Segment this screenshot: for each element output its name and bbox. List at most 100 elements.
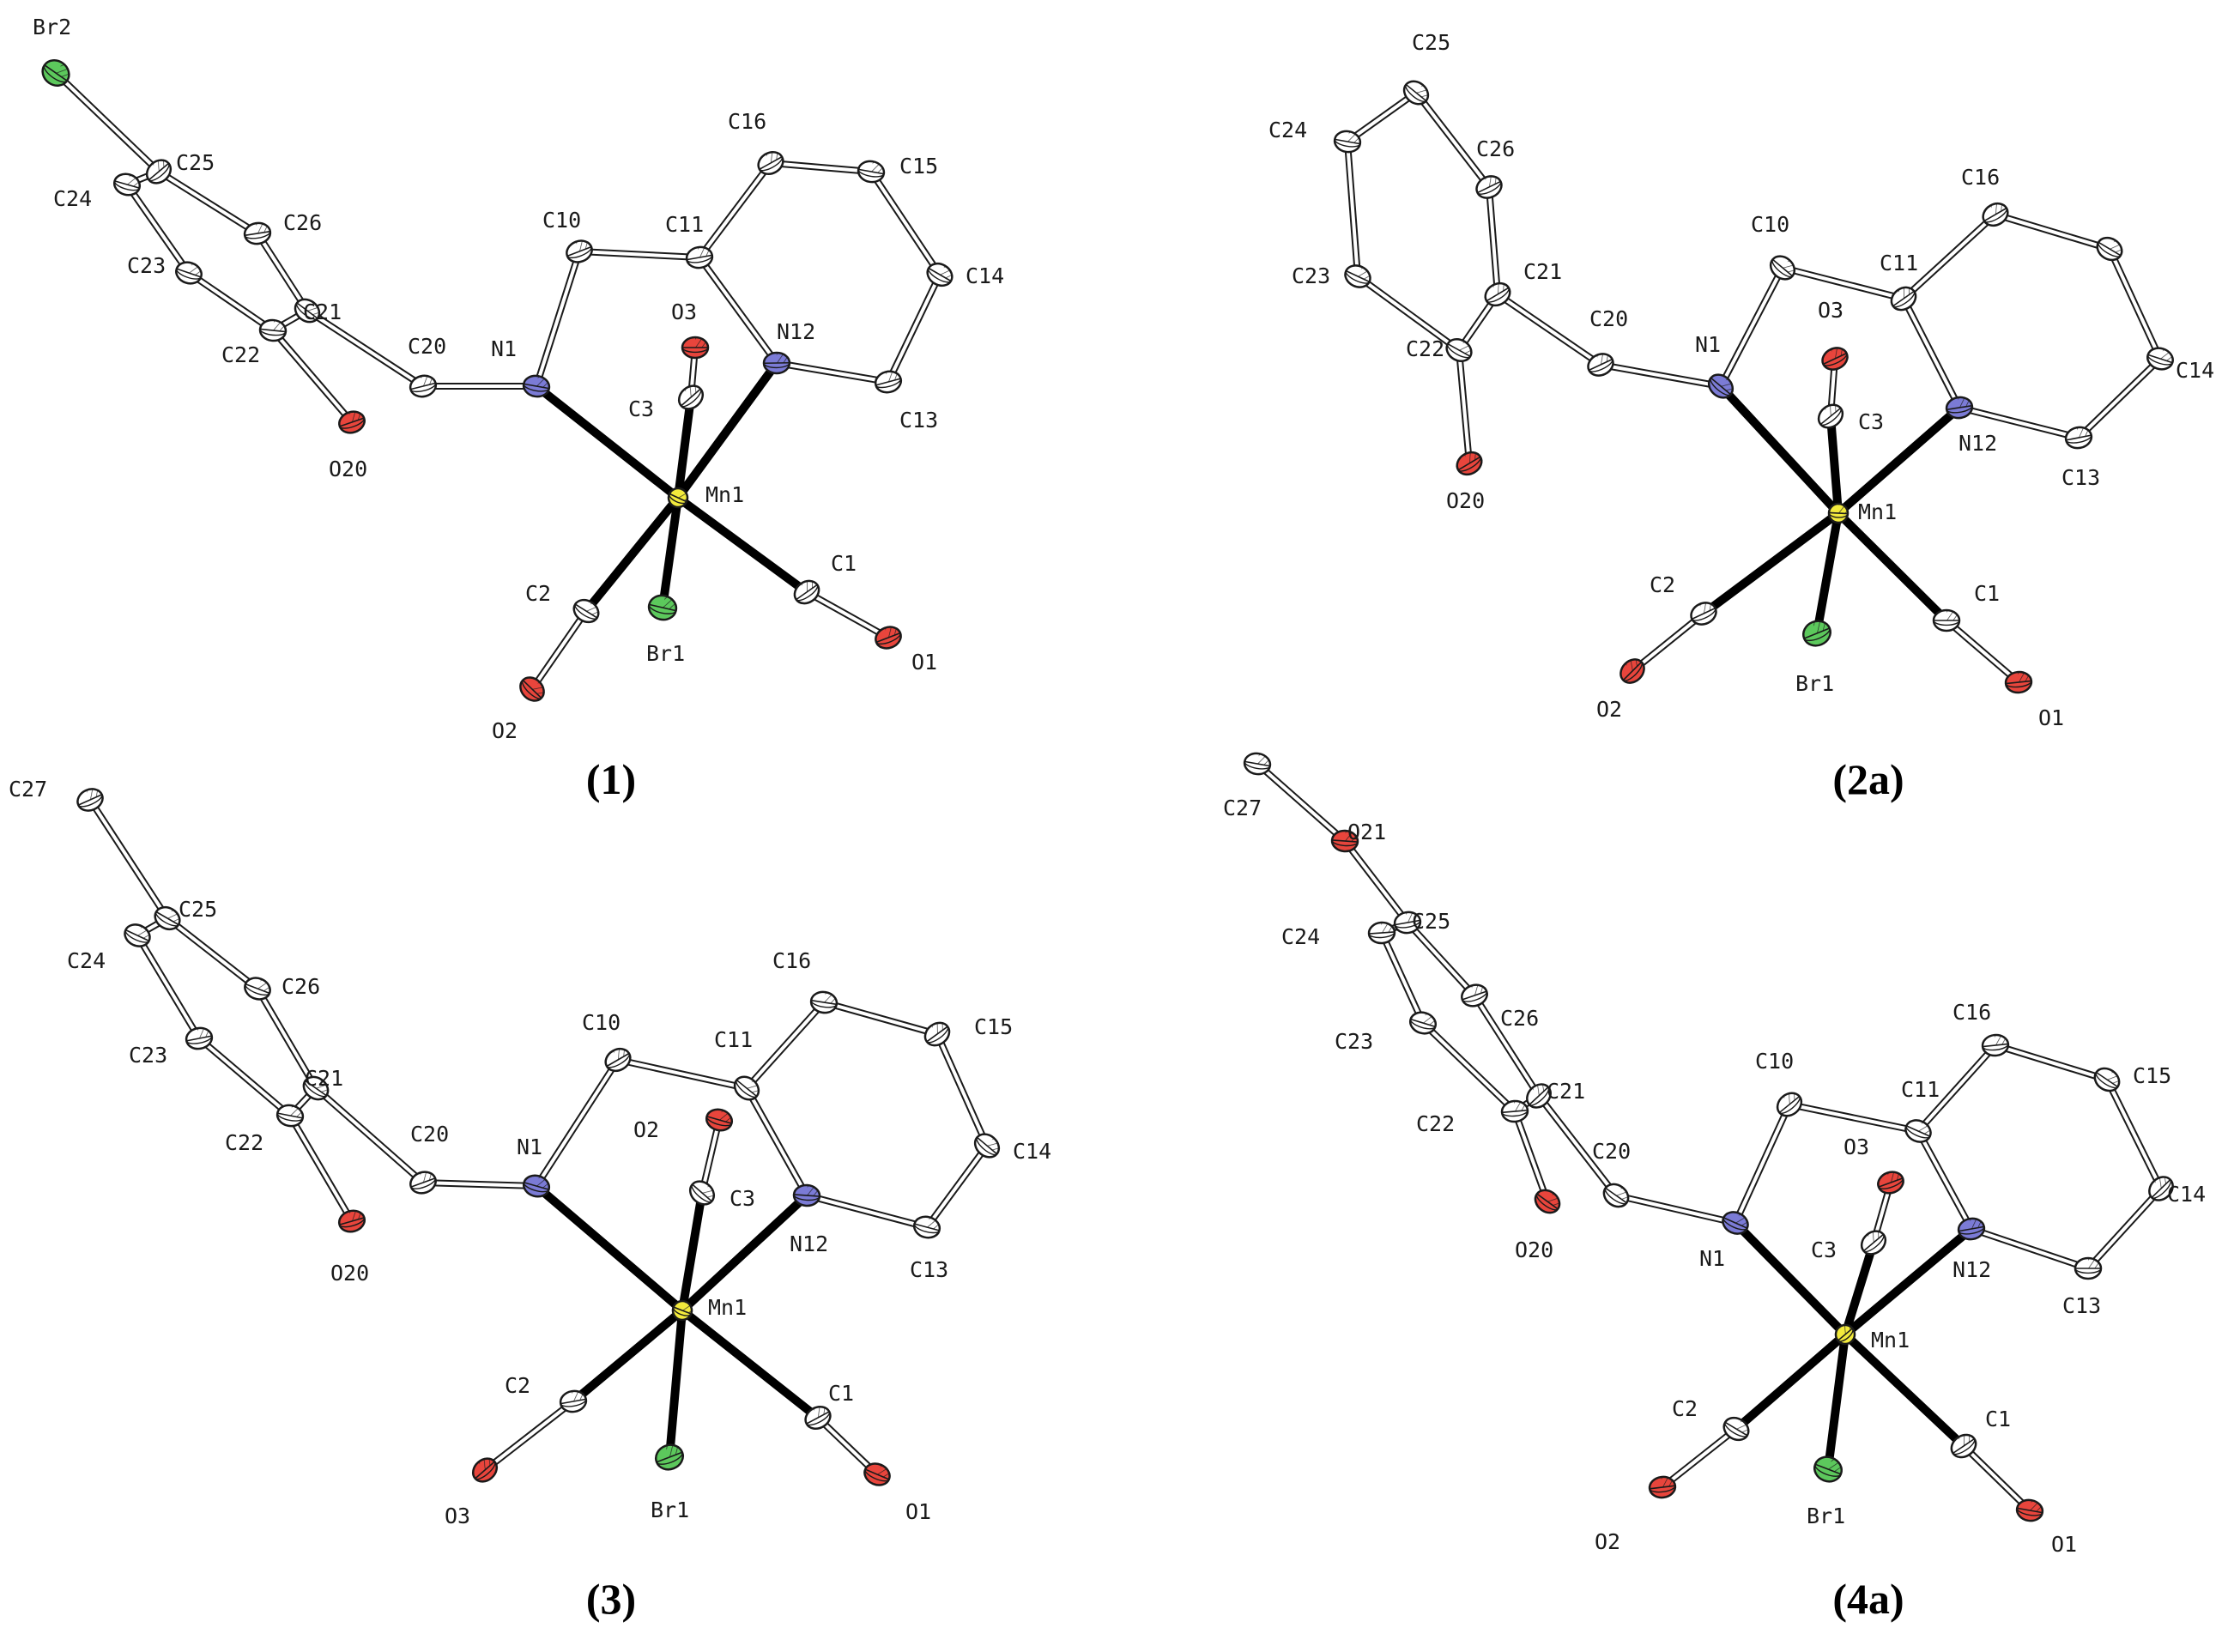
bond-C14-C13-edge: [2089, 1189, 2164, 1271]
atom-c10: [1776, 1092, 1803, 1117]
bond-C1-O1-edge: [1947, 617, 2021, 681]
atom-o2: [1619, 658, 1645, 684]
bond-C25-C26: [1405, 923, 1474, 998]
atom-n12: [792, 1183, 821, 1207]
atom-label-c23: C23: [1335, 1029, 1373, 1054]
atom-label-c25: C25: [176, 150, 215, 175]
bond-N12-C11: [1919, 1129, 1975, 1229]
atom-c25: [1393, 911, 1422, 935]
atom-c20: [1587, 353, 1614, 377]
bond-N1-C10-edge: [533, 1057, 617, 1185]
atom-c11: [685, 245, 714, 269]
atom-label-o2: O2: [492, 718, 518, 743]
atom-n1: [522, 374, 551, 398]
bond-C11-C16-edge: [744, 1000, 823, 1087]
atom-label-c27: C27: [9, 777, 47, 802]
metal-bond-Mn1-N12: [678, 1191, 811, 1315]
atom-label-br1: Br1: [646, 641, 685, 666]
atom-label-c21: C21: [303, 300, 342, 324]
metal-bond-Mn1-N12: [674, 359, 781, 502]
atom-label-c25: C25: [1412, 909, 1450, 934]
atom-label-c21: C21: [1547, 1079, 1585, 1104]
atom-c3: [677, 384, 705, 410]
atom-label-o20: O20: [329, 457, 367, 481]
panel-label-3: (3): [586, 1575, 636, 1623]
atom-label-c11: C11: [665, 212, 704, 237]
atom-br1: [1813, 1455, 1843, 1483]
bond-C27-O21-edge: [1258, 761, 1347, 840]
bond-C22-O20-edge: [1460, 349, 1473, 463]
bond-C1-O1-edge: [807, 589, 890, 637]
atom-c22: [275, 1104, 305, 1128]
atom-c25: [1402, 80, 1430, 106]
atom-c22: [1500, 1099, 1529, 1123]
bond-C14-C13: [885, 273, 939, 382]
bond-C2-O3b-edge: [486, 1402, 576, 1473]
atom-label-c25: C25: [1412, 30, 1450, 55]
atom-n12: [1957, 1217, 1986, 1241]
bond-C15-C14-edge: [2110, 247, 2164, 359]
atom-label-c24: C24: [53, 186, 92, 211]
bonds: [1255, 761, 2164, 1513]
atoms: [41, 59, 954, 702]
metal-bond-Mn1-C1: [674, 493, 811, 596]
bond-C23-C22-edge: [200, 1035, 293, 1115]
atom-c11: [733, 1075, 760, 1101]
metal-bond-Mn1-Br1: [1824, 1330, 1850, 1473]
atom-label-c20: C20: [410, 1122, 449, 1147]
bond-N12-C11: [748, 1086, 810, 1195]
atom-o1: [2004, 670, 2033, 694]
atom-label-c27: C27: [1223, 796, 1262, 820]
bond-C10-C11-edge: [1783, 264, 1904, 298]
atom-c2: [1722, 1416, 1750, 1442]
atom-label-n12: N12: [1952, 1257, 1991, 1282]
atom-label-br1: Br1: [1807, 1504, 1845, 1528]
bond-C25-C26: [165, 919, 257, 992]
bond-C25-C24: [1345, 89, 1415, 141]
bond-O2t-C3-edge: [703, 1120, 723, 1194]
atoms: [76, 788, 1001, 1486]
bond-C23-C22: [1355, 277, 1458, 354]
atom-label-c26: C26: [1500, 1006, 1539, 1031]
bond-C13-N12-edge: [776, 364, 888, 385]
atom-c1: [804, 1406, 832, 1430]
atom-label-c22: C22: [1416, 1111, 1455, 1136]
bond-C1-O1-edge: [819, 1415, 880, 1473]
bond-N1-C10-edge: [1717, 266, 1782, 386]
bond-C24-C23-edge: [1383, 931, 1426, 1023]
atom-label-c3: C3: [1858, 409, 1884, 434]
bond-C16-C15: [770, 164, 871, 175]
bond-C21-C20-edge: [317, 1085, 426, 1182]
bond-C14-C13-edge: [928, 1147, 990, 1230]
atom-label-c20: C20: [1592, 1139, 1631, 1164]
bond-C24-C23-edge: [128, 182, 192, 272]
atom-c10: [566, 239, 593, 263]
bond-C22-O20: [1456, 350, 1468, 464]
bond-C20-N1: [422, 1183, 536, 1189]
bond-C1-O1: [815, 1419, 876, 1477]
atom-label-o1: O1: [2038, 705, 2064, 730]
bond-C24-C23: [1378, 933, 1422, 1025]
bond-C2-O2-edge: [1663, 1430, 1739, 1491]
bond-C21-C20: [313, 1089, 422, 1186]
atom-c2: [559, 1389, 588, 1413]
bond-C27-O21: [1255, 765, 1344, 844]
bond-C26-C21-edge: [1490, 186, 1501, 294]
bond-C22-O20: [287, 1116, 351, 1224]
atom-c1: [1950, 1433, 1977, 1459]
bond-C22-O20-edge: [274, 328, 355, 421]
bond-C26-C21: [254, 989, 315, 1091]
metal-bond-Mn1-N1: [1716, 382, 1843, 517]
bond-C2-O3b: [482, 1398, 572, 1469]
bond-C23-C22-edge: [1424, 1020, 1517, 1110]
bond-C24-C23: [124, 185, 188, 275]
bond-N1-C10: [537, 251, 583, 388]
atoms: [1333, 80, 2174, 694]
bond-N1-C10: [1736, 1104, 1793, 1225]
atom-label-n1: N1: [1699, 1246, 1725, 1271]
atom-label-c21: C21: [1523, 259, 1562, 284]
atom-label-o21: O21: [1347, 820, 1386, 844]
metal-bond-Mn1-C3: [1841, 1238, 1878, 1339]
atom-c26: [1461, 983, 1488, 1008]
metal-bond-Mn1-C1: [1834, 509, 1951, 625]
